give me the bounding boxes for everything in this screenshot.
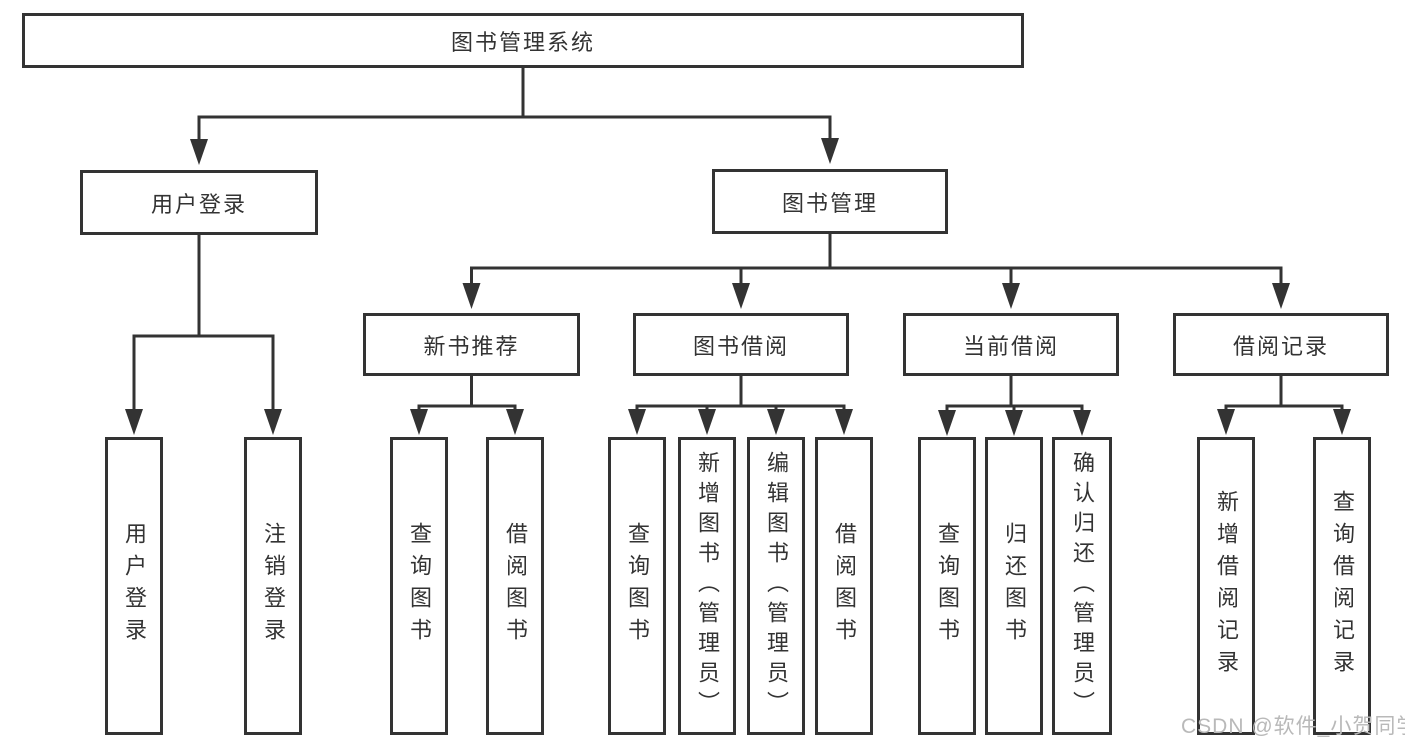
node-label: 新书推荐 [423,333,520,359]
arrowhead [1333,409,1351,435]
node-label: 查询图书 [625,522,650,650]
leaf-add-book-admin: 新增图书（管理员） [678,437,736,735]
arrowhead [732,283,750,309]
leaf-borrow-books-borrowing: 借阅图书 [815,437,873,735]
leaf-confirm-return-admin: 确认归还（管理员） [1052,437,1112,735]
leaf-user-login: 用户登录 [105,437,163,735]
leaf-query-borrow-record: 查询借阅记录 [1313,437,1371,735]
leaf-return-books: 归还图书 [985,437,1043,735]
node-label: 新增图书（管理员） [695,451,720,721]
arrowhead [1002,283,1020,309]
arrowhead [1217,409,1235,435]
node-label: 图书管理系统 [450,29,595,55]
connector-newbook-leaves [417,376,517,424]
connector-root-l2 [197,68,832,152]
node-current-borrowing: 当前借阅 [903,313,1119,376]
node-label: 借阅图书 [503,522,528,650]
csdn-watermark: CSDN @软件_小贺同学 [1181,715,1405,738]
connector-bookmgmt-l3 [470,234,1283,296]
node-label: 确认归还（管理员） [1070,451,1095,721]
arrowhead [835,409,853,435]
arrowhead [1073,410,1091,436]
arrowhead [190,139,208,165]
node-label: 用户登录 [122,522,147,650]
node-label: 注销登录 [261,522,286,650]
connector-borrow-leaves [635,376,846,424]
node-label: 查询图书 [935,522,960,650]
arrowhead [462,283,481,309]
leaf-borrow-books-recommend: 借阅图书 [486,437,544,735]
arrowhead [264,409,282,435]
leaf-edit-book-admin: 编辑图书（管理员） [747,437,805,735]
node-label: 借阅记录 [1232,333,1329,359]
node-label: 归还图书 [1002,522,1027,650]
arrowhead [767,409,785,435]
node-label: 借阅图书 [832,522,857,650]
arrowhead [821,138,839,164]
arrowhead [506,409,524,435]
node-label: 用户登录 [150,191,247,217]
leaf-query-books-recommend: 查询图书 [390,437,448,735]
node-label: 查询借阅记录 [1330,490,1355,682]
node-book-borrowing: 图书借阅 [633,313,849,376]
leaf-query-books-current: 查询图书 [918,437,976,735]
leaf-logout: 注销登录 [244,437,302,735]
connector-current-leaves [945,376,1084,424]
node-label: 图书借阅 [692,333,789,359]
node-new-book-recommend: 新书推荐 [363,313,580,376]
node-root-system: 图书管理系统 [22,13,1024,68]
node-label: 编辑图书（管理员） [764,451,789,721]
arrowhead [410,409,428,435]
connector-record-leaves [1224,376,1344,424]
arrowhead [1005,410,1023,436]
node-label: 图书管理 [781,190,878,216]
leaf-query-books-borrowing: 查询图书 [608,437,666,735]
node-book-management: 图书管理 [712,169,948,234]
arrowhead [125,409,143,435]
node-label: 当前借阅 [962,333,1059,359]
connector-userlogin-leaves [132,235,275,420]
arrowhead [938,410,956,436]
arrowhead [628,409,646,435]
node-user-login: 用户登录 [80,170,318,235]
leaf-add-borrow-record: 新增借阅记录 [1197,437,1255,735]
arrowhead [1272,283,1290,309]
node-label: 查询图书 [407,522,432,650]
arrowhead [698,409,716,435]
node-borrowing-records: 借阅记录 [1173,313,1389,376]
node-label: 新增借阅记录 [1214,490,1239,682]
